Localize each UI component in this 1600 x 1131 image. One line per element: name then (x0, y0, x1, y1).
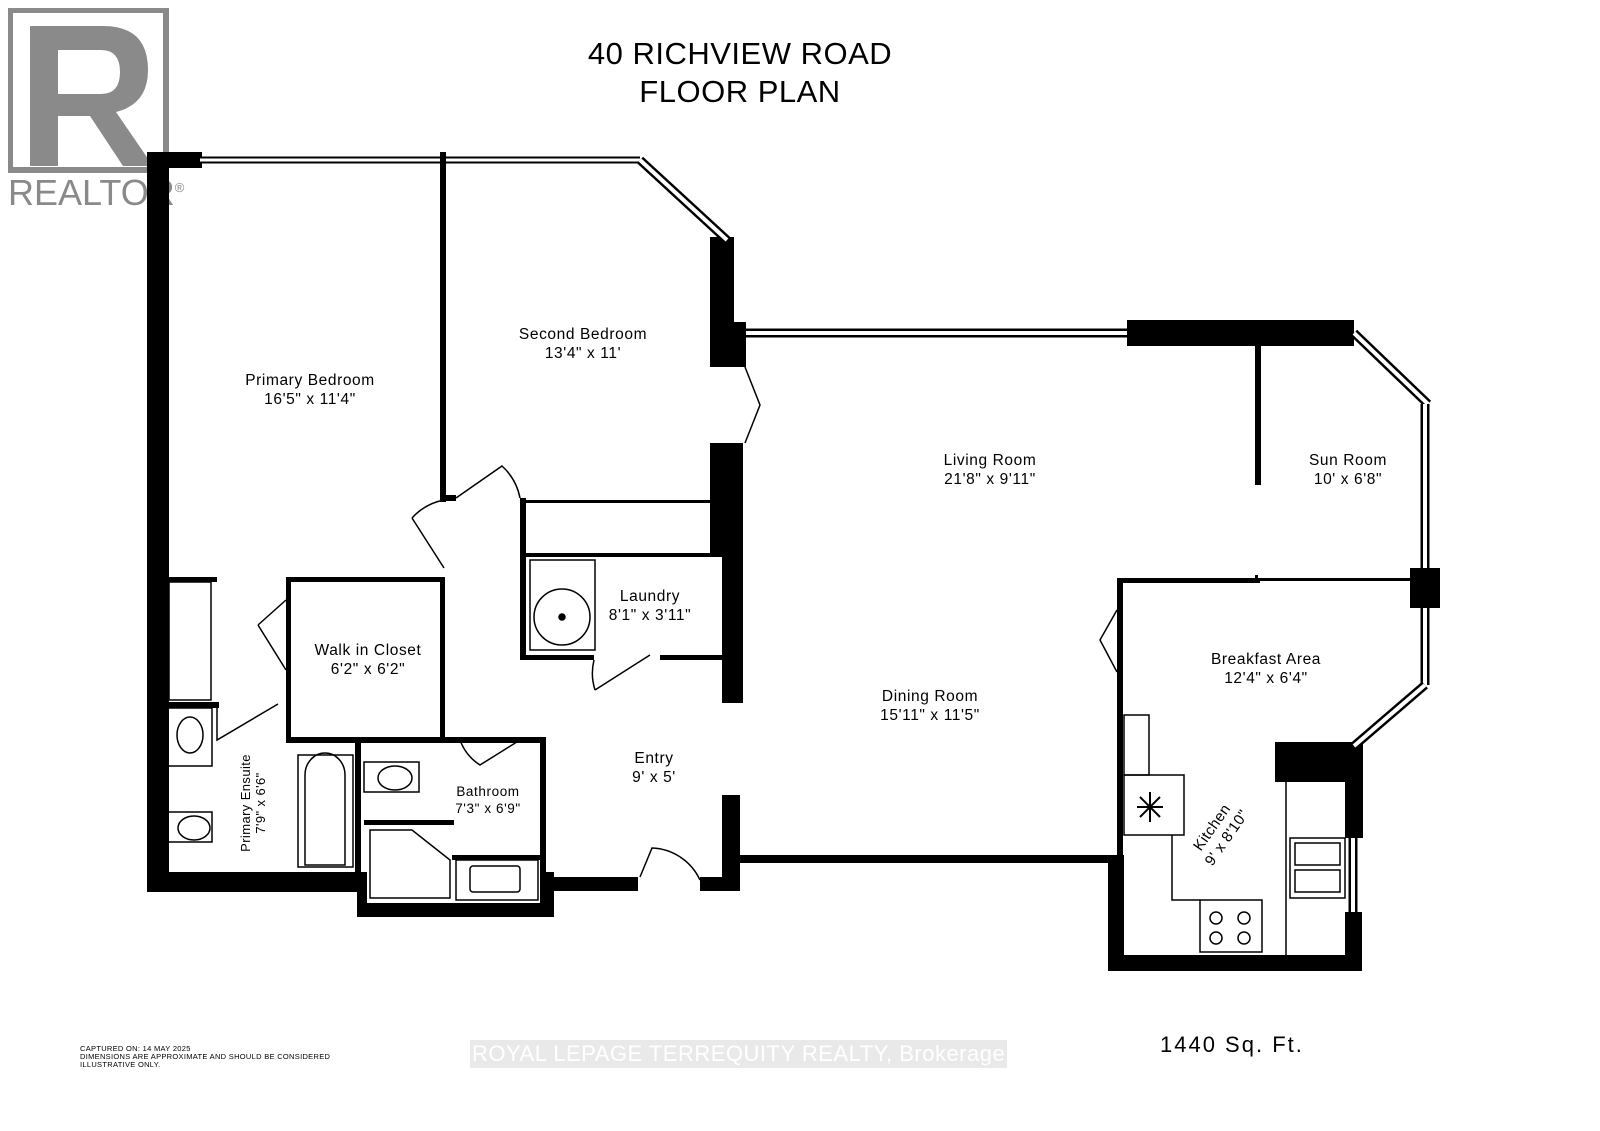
doors (216, 366, 1118, 881)
plan-title-address: 40 RICHVIEW ROAD (587, 36, 893, 71)
interior-walls (169, 152, 1410, 877)
plan-title-caption: FLOOR PLAN (639, 74, 841, 109)
capture-disclaimer: CAPTURED ON: 14 MAY 2025 DIMENSIONS ARE … (80, 1044, 331, 1069)
total-area: 1440 Sq. Ft. (1160, 1032, 1304, 1057)
fixtures (166, 559, 1346, 955)
realtor-wordmark: REALTOR® (8, 172, 185, 213)
window-walls (200, 156, 1432, 912)
exterior-walls (147, 152, 1440, 971)
realtor-logo-icon (8, 8, 169, 173)
brokerage-watermark: ROYAL LEPAGE TERREQUITY REALTY, Brokerag… (470, 1040, 1008, 1068)
